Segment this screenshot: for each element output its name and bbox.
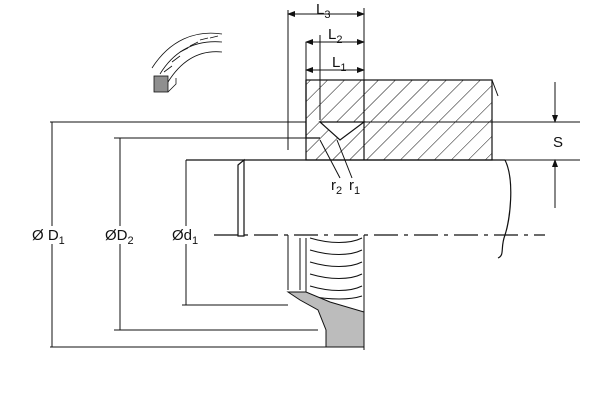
shaft (186, 158, 545, 259)
diameter-d1-inner-label: Ød1 (172, 227, 198, 247)
rotary-seal-thumbnail-icon (151, 32, 223, 93)
reference-lines (50, 121, 580, 348)
radius-leaders (319, 139, 353, 179)
diameter-d1-outer-label: Ø D1 (32, 227, 65, 247)
r2-label: r2 (331, 177, 342, 197)
housing-block (305, 79, 499, 161)
l2-label: L2 (328, 26, 342, 46)
l3-label: L3 (316, 1, 330, 21)
r1-label: r1 (349, 177, 360, 197)
lower-seal-section (286, 235, 365, 350)
length-dimensions (287, 8, 365, 150)
s-label: S (553, 134, 563, 151)
diameter-d2-label: ØD2 (105, 227, 134, 247)
l1-label: L1 (332, 54, 346, 74)
